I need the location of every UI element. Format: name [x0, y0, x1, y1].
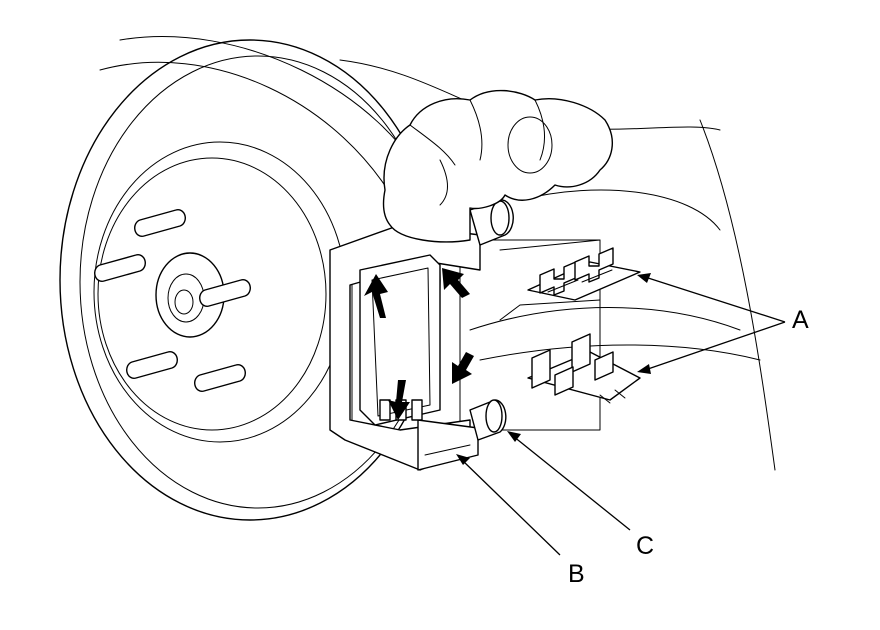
pad-retainer-upper — [527, 247, 641, 301]
callout-label-a: A — [792, 306, 809, 334]
direction-arrows — [364, 268, 474, 420]
caliper-bracket — [329, 224, 481, 471]
callout-b-line — [456, 454, 561, 556]
guide-pin-lower — [469, 399, 507, 441]
pad-retainer-lower — [527, 333, 641, 404]
callout-c-line — [507, 431, 631, 531]
callout-a-lines — [637, 273, 786, 374]
guide-pin-upper — [469, 199, 514, 246]
callout-label-b: B — [568, 560, 585, 588]
hand — [382, 89, 613, 243]
wheel-studs — [94, 208, 251, 393]
callout-label-c: C — [636, 532, 655, 560]
wheel-hub — [155, 252, 225, 338]
